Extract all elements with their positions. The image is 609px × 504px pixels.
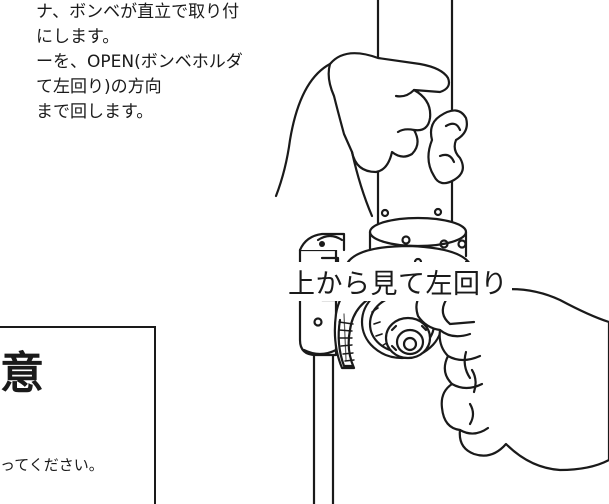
instruction-line: ナ、ボンベが直立で取り付	[36, 2, 240, 22]
instruction-line: にします。	[36, 27, 120, 47]
hand-icon	[415, 287, 609, 472]
instruction-line: て左回り)の方向	[36, 77, 162, 97]
caution-title: 意	[0, 348, 44, 399]
caution-text: ってください。	[0, 456, 104, 474]
caution-box	[0, 326, 156, 504]
instruction-text: ナ、ボンベが直立で取り付 にします。 ーを、OPEN(ボンベホルダ て左回り)の…	[0, 0, 310, 125]
instruction-line: ーを、OPEN(ボンベホルダ	[36, 52, 243, 72]
rotation-direction-label: 上から見て左回り	[284, 262, 512, 301]
hand-icon	[274, 52, 468, 218]
instruction-line: まで回します。	[36, 102, 154, 122]
